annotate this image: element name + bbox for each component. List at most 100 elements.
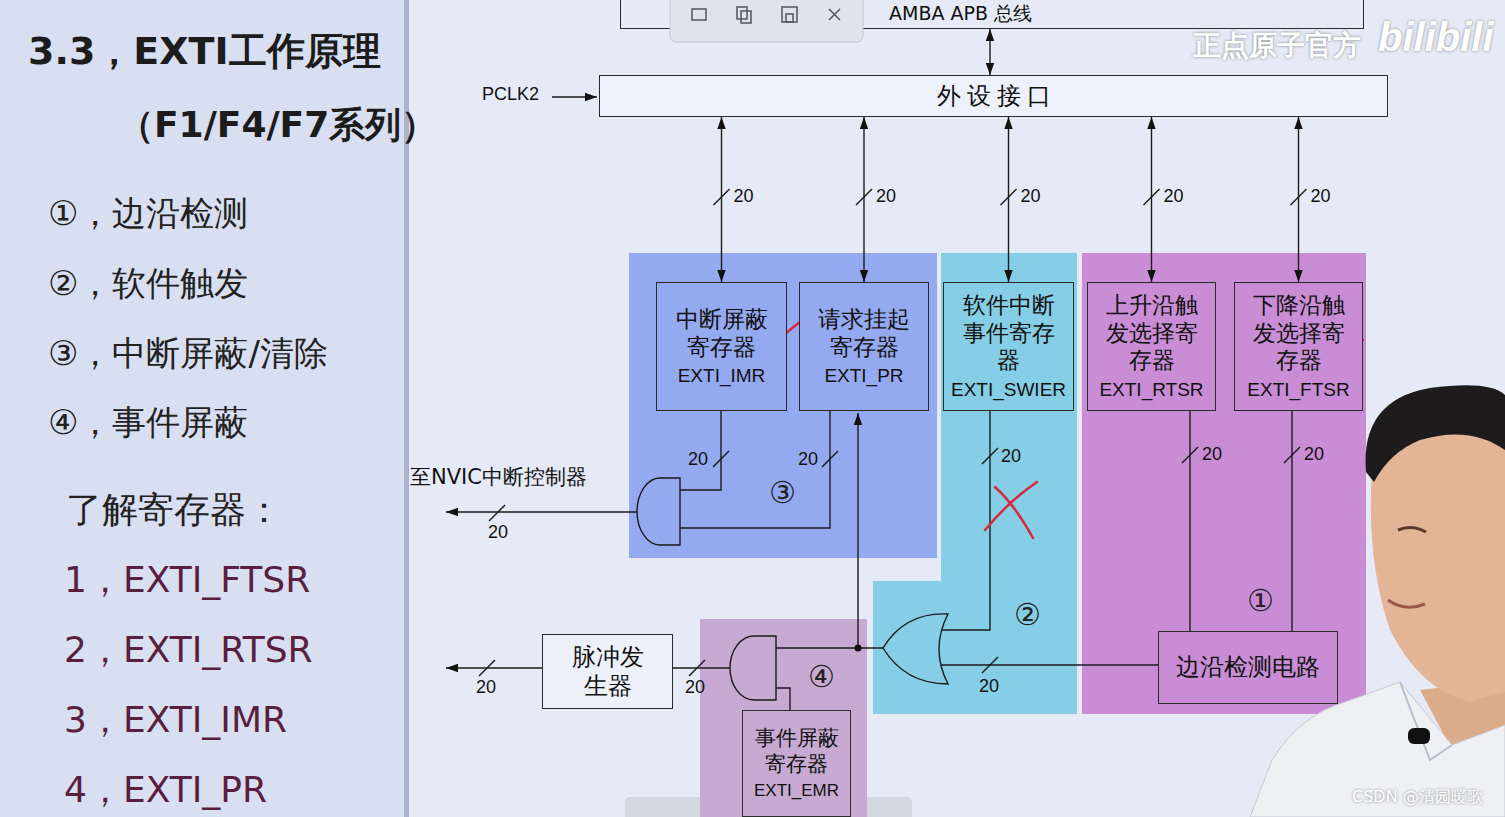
register-symbol: EXTI_PR bbox=[824, 365, 903, 387]
callout-number: ① bbox=[1247, 586, 1274, 616]
connector-group bbox=[1284, 411, 1300, 631]
save-icon bbox=[782, 7, 797, 22]
bus-width-tick bbox=[822, 451, 838, 467]
register-symbol: EXTI_RTSR bbox=[1099, 379, 1203, 401]
wire bbox=[857, 413, 858, 648]
bus-width: 20 bbox=[734, 186, 754, 207]
bus-connector bbox=[1189, 411, 1190, 631]
edge-label-wrap: 20 bbox=[1021, 186, 1041, 207]
copy-icon bbox=[737, 7, 747, 19]
connector-group bbox=[1001, 117, 1017, 282]
software-trigger-region: ② 软件中断事件寄存器 EXTI_SWIER bbox=[941, 253, 1077, 714]
bus-width-tick bbox=[713, 451, 729, 467]
wire bbox=[673, 667, 730, 668]
and-gate bbox=[637, 478, 680, 545]
window-icon bbox=[692, 9, 706, 20]
connector-group bbox=[990, 29, 991, 75]
list-item: （F1/F4/F7系列） bbox=[118, 104, 437, 145]
callout-number: ② bbox=[1014, 600, 1041, 630]
connector-group bbox=[1291, 117, 1307, 282]
event-mask-region: ④事件屏蔽寄存器EXTI_EMR bbox=[700, 619, 867, 817]
bus-width: 20 bbox=[1164, 186, 1184, 207]
label-wrap: 3，EXTI_IMR bbox=[64, 699, 287, 740]
edge-label-wrap: 20 bbox=[1311, 186, 1331, 207]
label-wrap: 了解寄存器： bbox=[66, 489, 282, 530]
bus-connector bbox=[721, 117, 722, 282]
interrupt-region: ③中断屏蔽寄存器EXTI_IMR请求挂起寄存器EXTI_PR bbox=[629, 253, 937, 558]
bus-connector bbox=[1008, 117, 1009, 282]
box-label: 外 设 接 口 bbox=[937, 80, 1051, 112]
bus-connector bbox=[1151, 117, 1152, 282]
bus-connector bbox=[1291, 411, 1292, 631]
connector-group bbox=[1144, 117, 1160, 282]
register-box: 请求挂起寄存器EXTI_PR bbox=[799, 282, 929, 411]
label-wrap: 20 bbox=[798, 449, 818, 470]
connector-group bbox=[714, 117, 730, 282]
save-icon bbox=[786, 14, 793, 22]
eye bbox=[1398, 527, 1426, 532]
label-wrap: ③，中断屏蔽/清除 bbox=[48, 334, 328, 373]
edge-label-wrap: 20 bbox=[876, 186, 896, 207]
register-symbol: EXTI_IMR bbox=[678, 365, 766, 387]
bus-connector bbox=[863, 117, 864, 282]
list-item: ①，边沿检测 bbox=[48, 194, 248, 233]
register-name: 事件屏蔽寄存器 bbox=[755, 726, 839, 776]
face bbox=[1371, 423, 1505, 702]
copy-icon bbox=[741, 11, 751, 23]
label-wrap: 正点原子官方 bbox=[1193, 30, 1361, 62]
mouth bbox=[1388, 600, 1425, 607]
list-item: 3，EXTI_IMR bbox=[64, 699, 287, 740]
wire bbox=[776, 647, 883, 648]
label-wrap: 20 bbox=[488, 522, 508, 543]
edge-detector-box: 边沿检测电路 bbox=[1158, 631, 1338, 704]
label-wrap: PCLK2 bbox=[482, 84, 539, 105]
wire bbox=[680, 411, 721, 490]
list-item: ②，软件触发 bbox=[48, 264, 248, 303]
toolbar-icons bbox=[692, 7, 840, 23]
edge-label-wrap: 20 bbox=[1304, 444, 1324, 465]
label-wrap: ②，软件触发 bbox=[48, 264, 248, 303]
bus-width: 20 bbox=[798, 449, 818, 470]
register-symbol: EXTI_FTSR bbox=[1247, 379, 1349, 401]
bus-width: 20 bbox=[476, 677, 496, 698]
connector-group bbox=[856, 117, 872, 282]
wire bbox=[941, 664, 1158, 665]
target-label: 至NVIC中断控制器 bbox=[410, 465, 587, 489]
label-wrap: （F1/F4/F7系列） bbox=[118, 104, 437, 145]
peripheral-interface: 外 设 接 口 bbox=[599, 75, 1388, 117]
register-box: 软件中断事件寄存器 EXTI_SWIER bbox=[943, 282, 1074, 411]
title-wrap: 3.3，EXTI工作原理 bbox=[28, 30, 381, 74]
list-item: 2，EXTI_RTSR bbox=[64, 629, 313, 670]
bus-width: 20 bbox=[688, 449, 708, 470]
microphone bbox=[1408, 728, 1430, 744]
label-wrap: 20 bbox=[476, 677, 496, 698]
list-item: ④，事件屏蔽 bbox=[48, 403, 248, 442]
collar bbox=[1400, 682, 1452, 760]
bus-width-tick bbox=[1284, 447, 1300, 463]
edge-label-wrap: 20 bbox=[1202, 444, 1222, 465]
bus-width-tick bbox=[982, 448, 998, 464]
register-box: 上升沿触发选择寄存器EXTI_RTSR bbox=[1087, 282, 1216, 411]
register-name: 软件中断事件寄存器 bbox=[963, 292, 1055, 375]
bus-connector bbox=[989, 29, 990, 75]
connector-group bbox=[1182, 411, 1198, 631]
bus-width: 20 bbox=[876, 186, 896, 207]
watermark: 正点原子官方 bbox=[1193, 30, 1361, 62]
hair bbox=[1366, 385, 1505, 482]
label-wrap: 20 bbox=[979, 676, 999, 697]
toolbar bbox=[670, 0, 863, 42]
box-label: AMBA APB 总线 bbox=[889, 1, 1032, 27]
label-wrap: 4，EXTI_PR bbox=[64, 769, 267, 810]
list-item: 4，EXTI_PR bbox=[64, 769, 267, 810]
register-symbol: EXTI_SWIER bbox=[951, 379, 1066, 401]
callout-number: ④ bbox=[808, 662, 835, 692]
label-wrap: 至NVIC中断控制器 bbox=[410, 465, 587, 489]
bus-width: 20 bbox=[1202, 444, 1222, 465]
and-gate bbox=[730, 636, 776, 700]
pulse-generator-box: 脉冲发生器 bbox=[542, 634, 673, 709]
wire bbox=[942, 411, 990, 630]
watermark: CSDN @清园暖歌 bbox=[1352, 788, 1483, 806]
watermark-logo: bilibili bbox=[1378, 14, 1494, 60]
bus-width: 20 bbox=[685, 677, 705, 698]
wire bbox=[446, 667, 542, 668]
